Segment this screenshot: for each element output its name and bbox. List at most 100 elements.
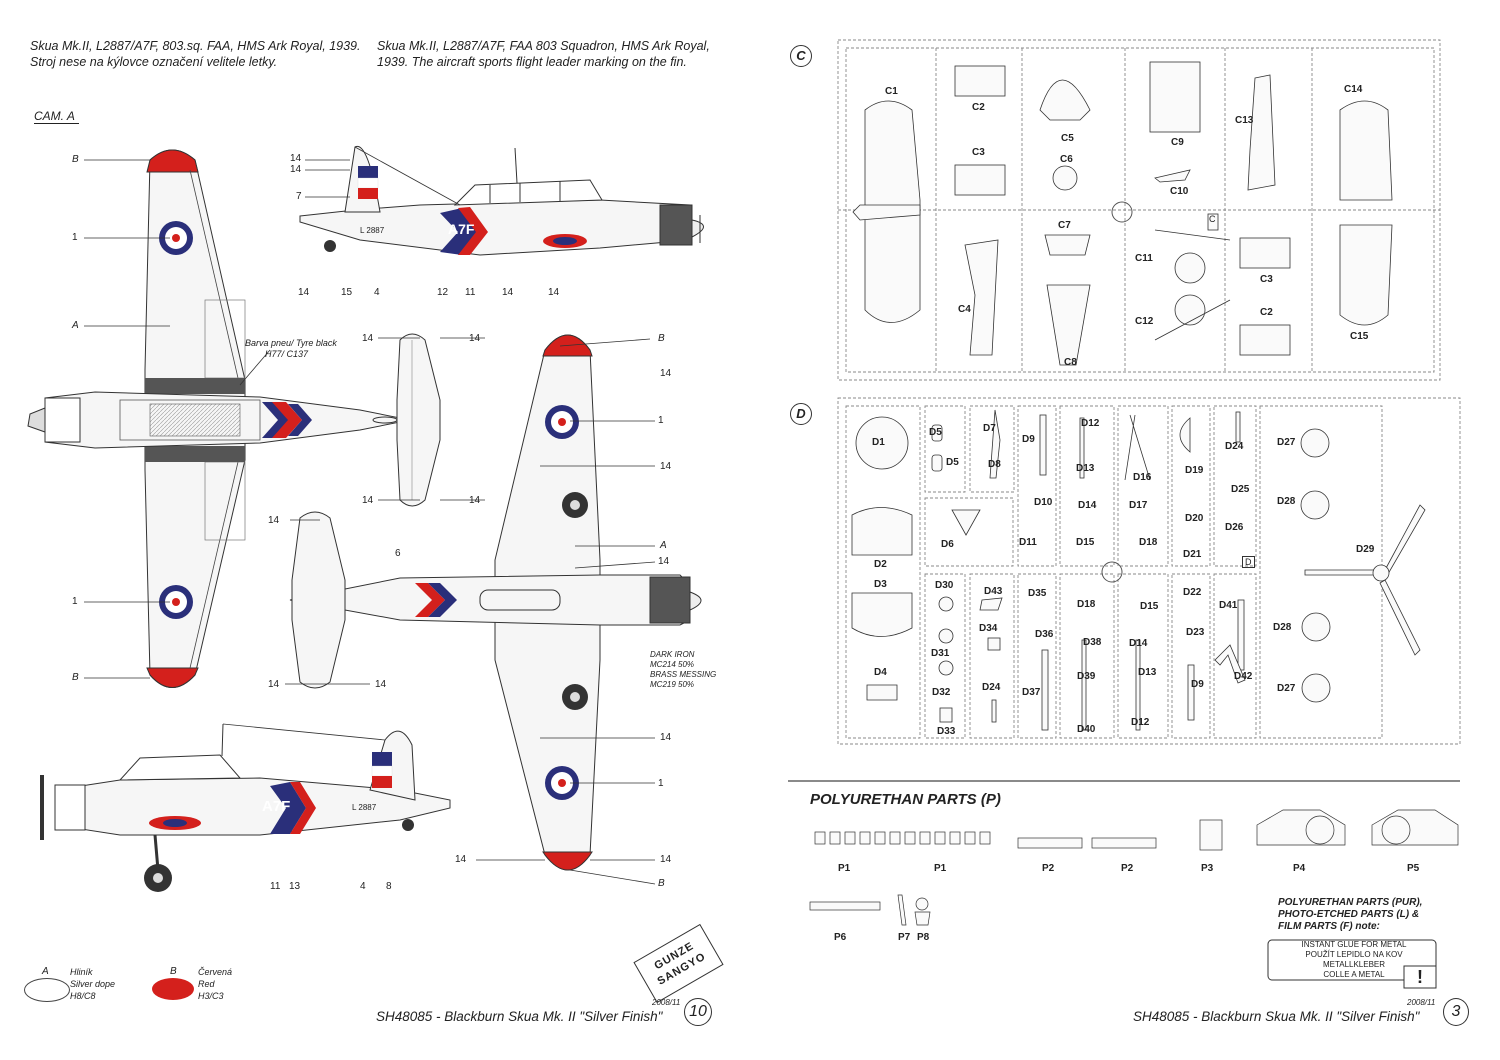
part-c13: C13 — [1235, 115, 1254, 126]
callout-a-right: A — [660, 540, 667, 551]
part-d27-b: D27 — [1277, 683, 1296, 694]
silver-swatch — [24, 978, 70, 1002]
aircraft-views: A7F L 2887 — [27, 145, 704, 892]
part-c2: C2 — [972, 102, 985, 113]
part-d2: D2 — [874, 559, 887, 570]
part-d29: D29 — [1356, 544, 1375, 555]
sprue-drawings — [788, 39, 1461, 989]
part-d33: D33 — [937, 726, 956, 737]
part-c4: C4 — [958, 304, 971, 315]
part-d14: D14 — [1078, 500, 1097, 511]
sprue-c-badge: C — [790, 45, 812, 67]
part-d14-b: D14 — [1129, 638, 1148, 649]
callout-12: 12 — [437, 287, 449, 298]
part-d5: D5 — [929, 427, 942, 438]
part-c12: C12 — [1135, 316, 1154, 327]
part-d12-b: D12 — [1131, 717, 1150, 728]
callout-14c: 14 — [298, 287, 310, 298]
part-d42: D42 — [1234, 671, 1253, 682]
part-c5: C5 — [1061, 133, 1074, 144]
callout-14k: 14 — [268, 679, 280, 690]
camo-label: CAM. A — [34, 109, 79, 124]
part-c2-b: C2 — [1260, 307, 1273, 318]
part-d7: D7 — [983, 423, 996, 434]
caption-english: Skua Mk.II, L2887/A7F, FAA 803 Squadron,… — [377, 39, 710, 69]
part-p6: P6 — [834, 932, 847, 943]
part-c15: C15 — [1350, 331, 1369, 342]
callout-15: 15 — [341, 287, 353, 298]
part-d37: D37 — [1022, 687, 1041, 698]
part-d23: D23 — [1186, 627, 1205, 638]
left-page-number: 10 — [684, 998, 712, 1026]
serial-bottom: L 2887 — [352, 803, 377, 812]
warning-icon: ! — [1417, 967, 1423, 987]
part-d32: D32 — [932, 687, 951, 698]
callout-14i: 14 — [469, 495, 481, 506]
callout-14q: 14 — [660, 854, 672, 865]
part-d28-b: D28 — [1273, 622, 1292, 633]
part-d13-b: D13 — [1138, 667, 1157, 678]
part-d35: D35 — [1028, 588, 1047, 599]
part-d18: D18 — [1139, 537, 1158, 548]
callout-14d: 14 — [502, 287, 514, 298]
callout-1-right-top: 1 — [658, 415, 664, 426]
part-d26: D26 — [1225, 522, 1244, 533]
part-d11: D11 — [1019, 537, 1037, 548]
side-view-top: A7F L 2887 — [299, 145, 704, 256]
part-d20: D20 — [1185, 513, 1204, 524]
sprue-c-tab: C — [1209, 214, 1216, 224]
part-p5: P5 — [1407, 863, 1420, 874]
part-d38: D38 — [1083, 637, 1102, 648]
callout-14h: 14 — [362, 495, 374, 506]
part-p7: P7 — [898, 932, 911, 943]
callout-14e: 14 — [548, 287, 560, 298]
part-d17: D17 — [1129, 500, 1148, 511]
right-page-number: 3 — [1443, 998, 1469, 1026]
callout-b-right-top: B — [658, 333, 665, 344]
callout-1-right-bottom: 1 — [658, 778, 664, 789]
material-note: POLYURETHAN PARTS (PUR), PHOTO-ETCHED PA… — [1278, 897, 1423, 932]
callout-a-top: A — [72, 320, 79, 331]
part-d4: D4 — [874, 667, 887, 678]
tyre-note: Barva pneu/ Tyre black H77/ C137 — [245, 338, 337, 359]
glue-warning-box: INSTANT GLUE FOR METAL POUŽÍT LEPIDLO NA… — [1301, 940, 1407, 979]
callout-14n: 14 — [660, 461, 672, 472]
part-d10: D10 — [1034, 497, 1053, 508]
pu-title: POLYURETHAN PARTS (P) — [810, 791, 1001, 808]
callout-b-bottom: B — [72, 672, 79, 683]
callout-8: 8 — [386, 881, 392, 892]
part-d1: D1 — [872, 437, 885, 448]
fuselage-code-bottom: A7F — [262, 798, 290, 815]
callout-4-top: 4 — [374, 287, 380, 298]
part-c6: C6 — [1060, 154, 1073, 165]
part-d28: D28 — [1277, 496, 1296, 507]
part-c3: C3 — [972, 147, 985, 158]
callout-11-top: 11 — [465, 287, 476, 298]
side-view-bottom: A7F L 2887 — [40, 723, 451, 892]
part-p8: P8 — [917, 932, 930, 943]
part-d15-b: D15 — [1140, 601, 1159, 612]
part-p1: P1 — [838, 863, 851, 874]
callout-14p: 14 — [660, 732, 672, 743]
caption-czech: Skua Mk.II, L2887/A7F, 803.sq. FAA, HMS … — [30, 39, 361, 69]
callout-6: 6 — [395, 548, 401, 559]
callout-13: 13 — [289, 881, 301, 892]
part-d15: D15 — [1076, 537, 1095, 548]
red-swatch — [152, 978, 194, 1000]
part-d8: D8 — [988, 459, 1001, 470]
legend-silver: A Hliník Silver dope H8/C8 — [24, 966, 144, 1026]
callout-1-top: 1 — [72, 232, 78, 243]
right-date: 2008/11 — [1407, 998, 1436, 1007]
fuselage-code-top: A7F — [448, 221, 475, 237]
part-d9: D9 — [1022, 434, 1035, 445]
serial-top: L 2887 — [360, 226, 385, 235]
part-d27: D27 — [1277, 437, 1296, 448]
part-d40: D40 — [1077, 724, 1096, 735]
top-view — [27, 149, 441, 688]
part-d24: D24 — [1225, 441, 1244, 452]
part-c10: C10 — [1170, 186, 1189, 197]
spinner-note: DARK IRON MC214 50% BRASS MESSING MC219 … — [650, 650, 717, 689]
part-d39: D39 — [1077, 671, 1096, 682]
left-footer: SH48085 - Blackburn Skua Mk. II "Silver … — [376, 1009, 663, 1024]
callout-b-top: B — [72, 154, 79, 165]
